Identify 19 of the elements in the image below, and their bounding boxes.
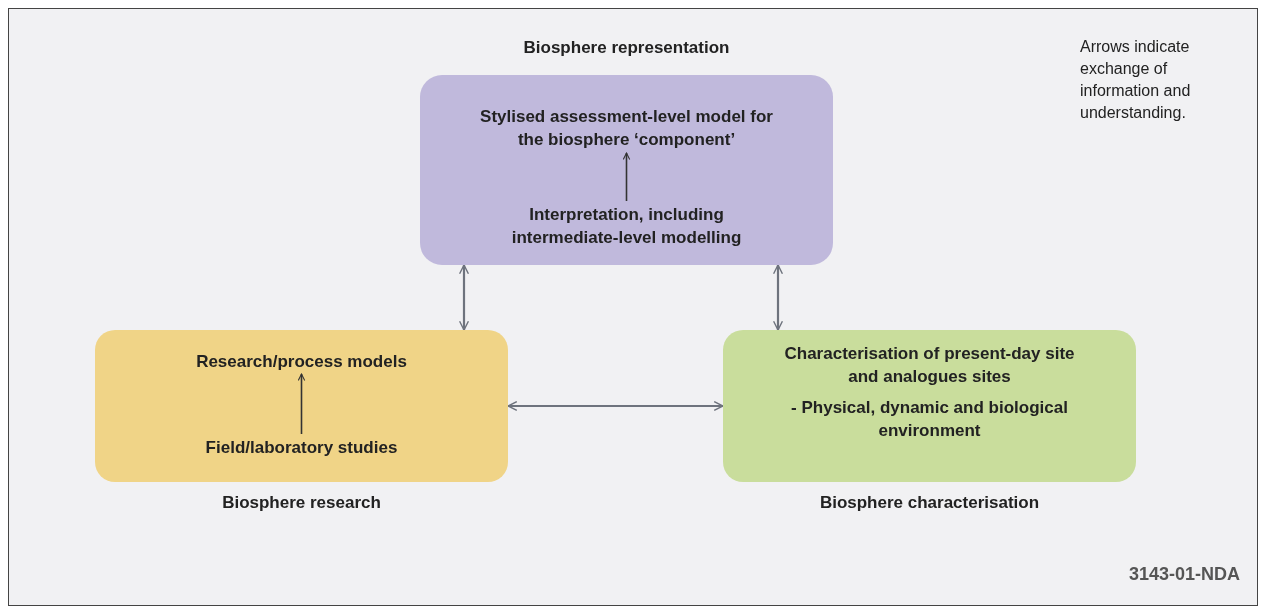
arrow: [507, 400, 724, 412]
process-text: Interpretation, including intermediate-level modelling: [476, 201, 777, 251]
section-caption: Biosphere characterisation: [819, 492, 1040, 514]
box-heading: Characterisation of present-day site and analogues sites: [783, 343, 1076, 388]
arrow: [297, 373, 306, 435]
rounded-box: [420, 75, 833, 265]
section-caption: Biosphere representation: [523, 37, 730, 59]
section-caption: Biosphere research: [222, 492, 381, 514]
note-text: Arrows indicate exchange of information and understanding.: [1080, 37, 1192, 123]
arrow: [622, 152, 631, 202]
arrow: [458, 264, 470, 331]
figure-code: 3143-01-NDA: [1127, 563, 1240, 585]
process-text: Field/laboratory studies: [135, 434, 468, 460]
process-text: Research/process models: [135, 348, 468, 374]
arrow: [772, 264, 784, 331]
process-text: Stylised assessment-level model for the biosphere ‘component’: [466, 103, 787, 153]
rounded-box: [95, 330, 508, 482]
box-text: - Physical, dynamic and biological environment: [790, 397, 1069, 442]
rounded-box: [723, 330, 1136, 482]
